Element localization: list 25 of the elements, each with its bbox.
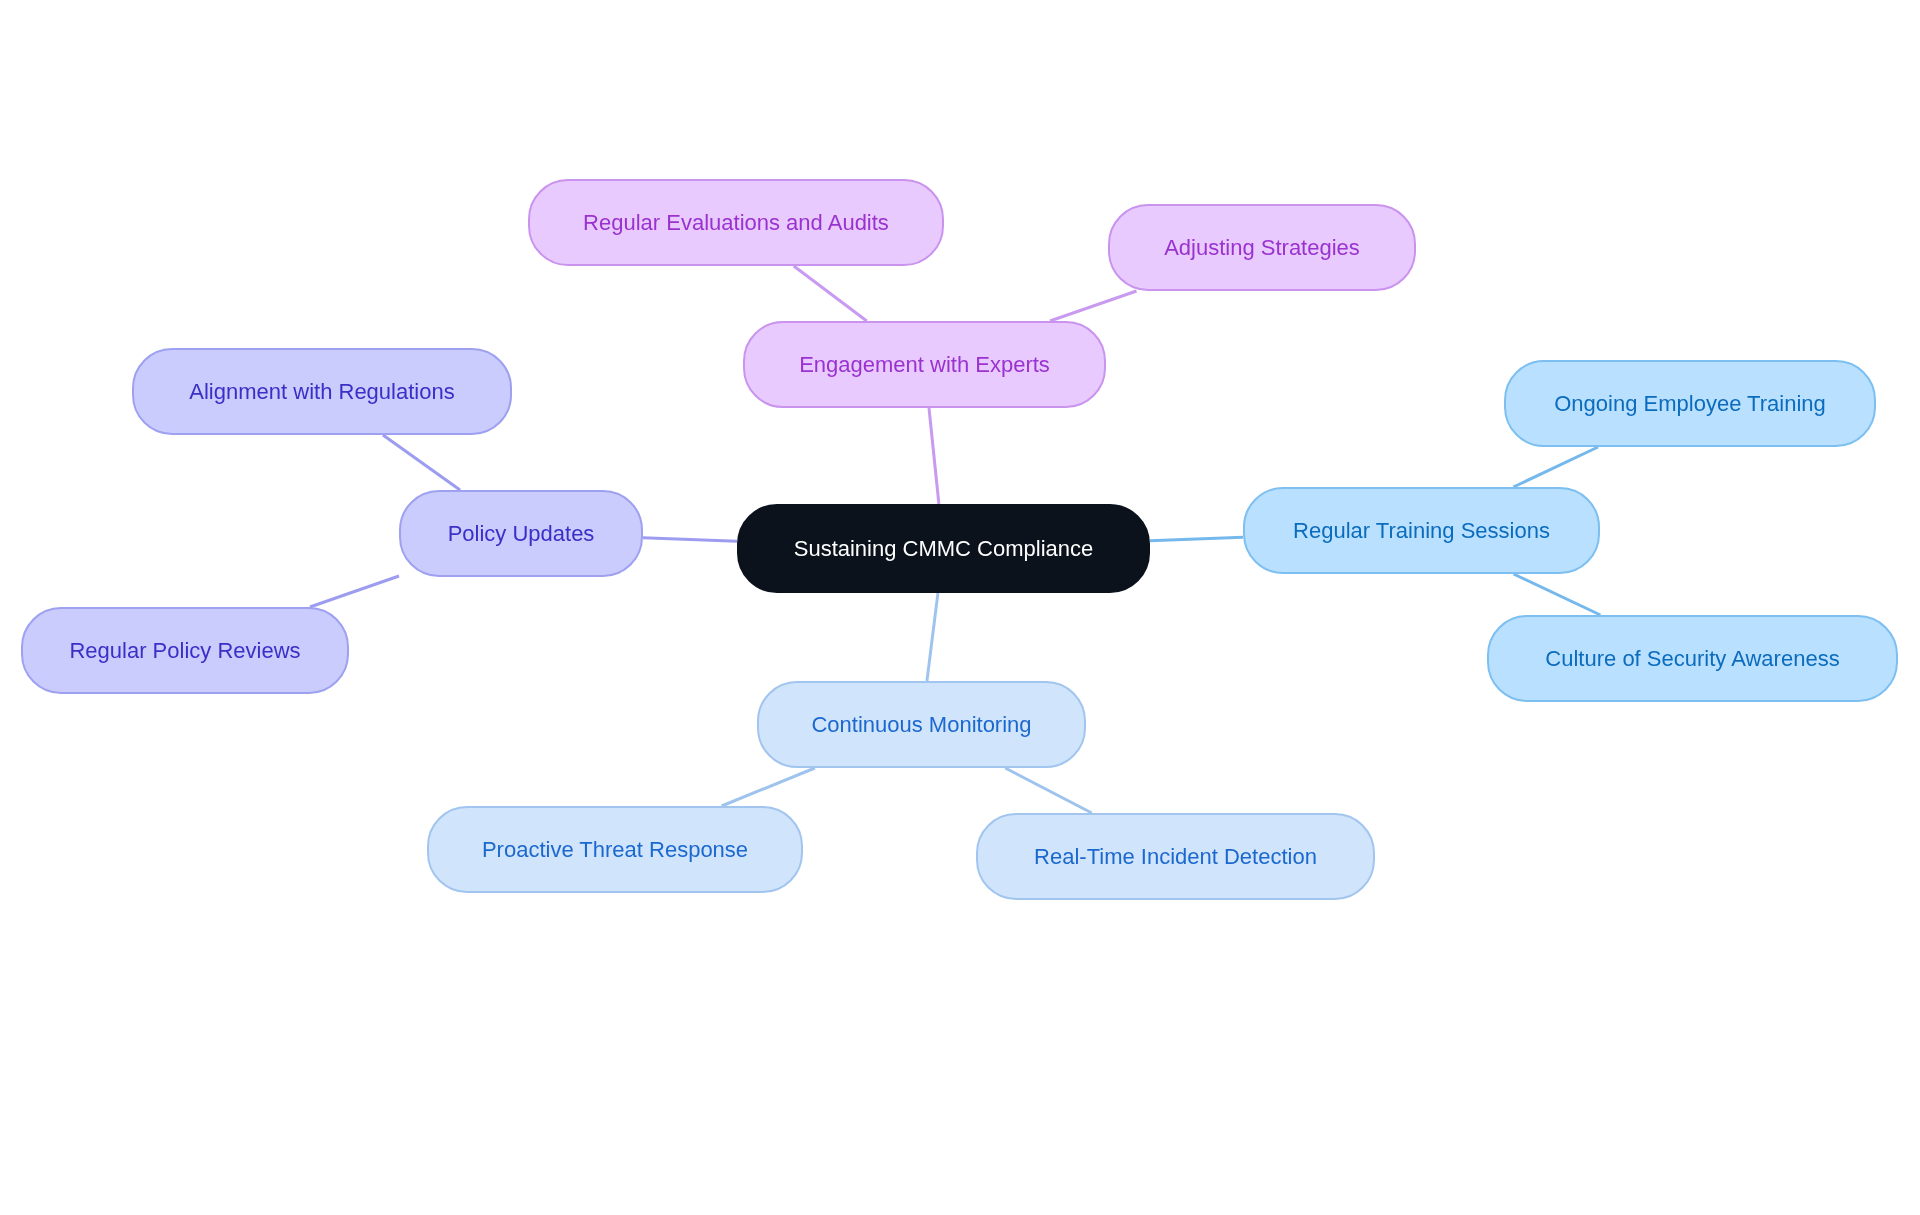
topic-pill: Alignment with Regulations [132,348,512,435]
topic-pill: Real-Time Incident Detection [976,813,1375,900]
connector-line [1512,572,1602,617]
connector-line [1149,535,1244,543]
connector-line [1049,289,1137,323]
topic-pill: Continuous Monitoring [757,681,1086,768]
connector-line [1512,445,1599,489]
central-topic-pill: Sustaining CMMC Compliance [737,504,1150,593]
topic-pill: Regular Policy Reviews [21,607,349,694]
topic-pill: Culture of Security Awareness [1487,615,1898,702]
topic-pill: Regular Evaluations and Audits [528,179,944,266]
connector-line [1004,766,1093,815]
connector-line [382,433,461,492]
topic-pill: Engagement with Experts [743,321,1106,408]
topic-pill: Ongoing Employee Training [1504,360,1876,447]
connector-line [792,264,868,323]
connector-line [642,536,738,543]
connector-line [927,407,941,505]
connector-line [925,592,940,682]
topic-pill: Policy Updates [399,490,643,577]
topic-pill: Proactive Threat Response [427,806,803,893]
connector-line [309,574,400,609]
connector-line [721,766,816,808]
topic-pill: Regular Training Sessions [1243,487,1600,574]
topic-pill: Adjusting Strategies [1108,204,1416,291]
